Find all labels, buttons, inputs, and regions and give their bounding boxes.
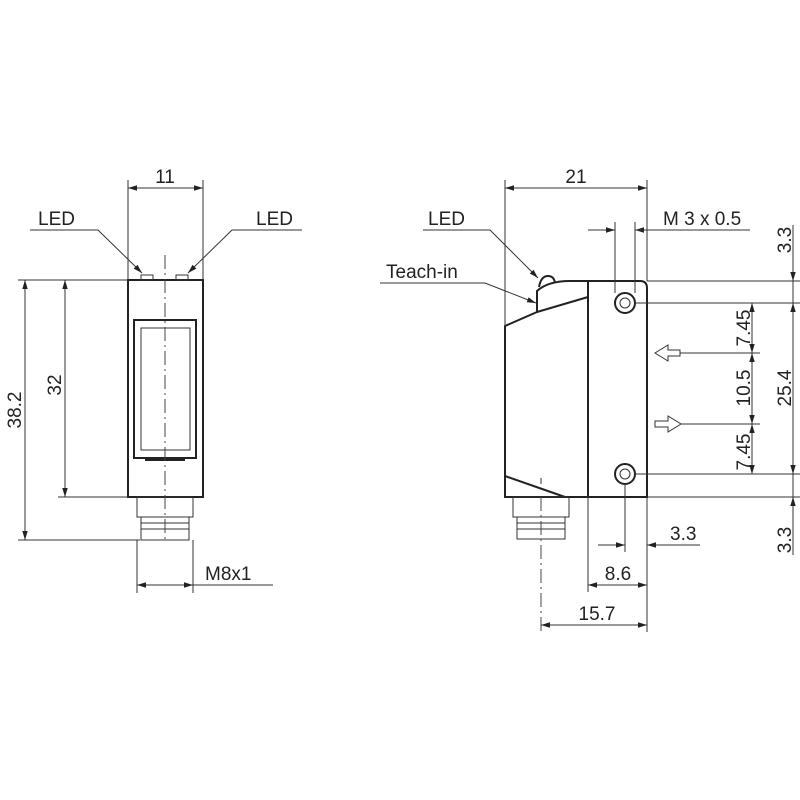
- top-offset-label: 3.3: [775, 227, 796, 253]
- body-height-label: 32: [45, 374, 66, 395]
- connector-offset-label: 15.7: [579, 604, 616, 625]
- mounting-hole-top: [614, 292, 636, 314]
- optic-spacing-label: 10.5: [734, 370, 755, 407]
- led-right-leader: [187, 229, 302, 274]
- hole-spacing-label: 25.4: [775, 369, 796, 406]
- mounting-hole-bottom: [614, 463, 636, 485]
- led-left-label: LED: [38, 209, 75, 230]
- led-left-leader: [30, 229, 143, 274]
- led-right-indicator: [175, 274, 189, 281]
- bottom-offset-label: 3.3: [775, 527, 796, 553]
- led-side-leader: [423, 229, 539, 279]
- led-right-label: LED: [256, 209, 293, 230]
- side-width-label: 21: [565, 167, 586, 188]
- upper-optic-label: 7.45: [734, 310, 755, 347]
- lower-optic-label: 7.45: [734, 434, 755, 471]
- hole-thread-label: M 3 x 0.5: [663, 209, 741, 230]
- teach-in-label: Teach-in: [386, 262, 458, 283]
- thread-label: M8x1: [205, 564, 251, 585]
- receiver-arrow-icon: [654, 344, 681, 362]
- teach-in-leader: [380, 282, 537, 304]
- total-height-label: 38.2: [5, 392, 26, 429]
- led-side-label: LED: [428, 209, 465, 230]
- emitter-arrow-icon: [654, 415, 682, 433]
- width-label: 11: [155, 167, 175, 188]
- front-view: 11 LED LED 38.2 32 M8x1: [5, 167, 302, 593]
- hole-edge-label: 3.3: [670, 524, 696, 545]
- led-bump: [538, 274, 556, 288]
- led-left-indicator: [140, 274, 154, 281]
- side-view: 21 LED Teach-in M 3 x 0.5 3.3 25.4 3.3 7…: [380, 167, 800, 632]
- sensor-body-side: [504, 280, 648, 498]
- plate-depth-label: 8.6: [605, 564, 631, 585]
